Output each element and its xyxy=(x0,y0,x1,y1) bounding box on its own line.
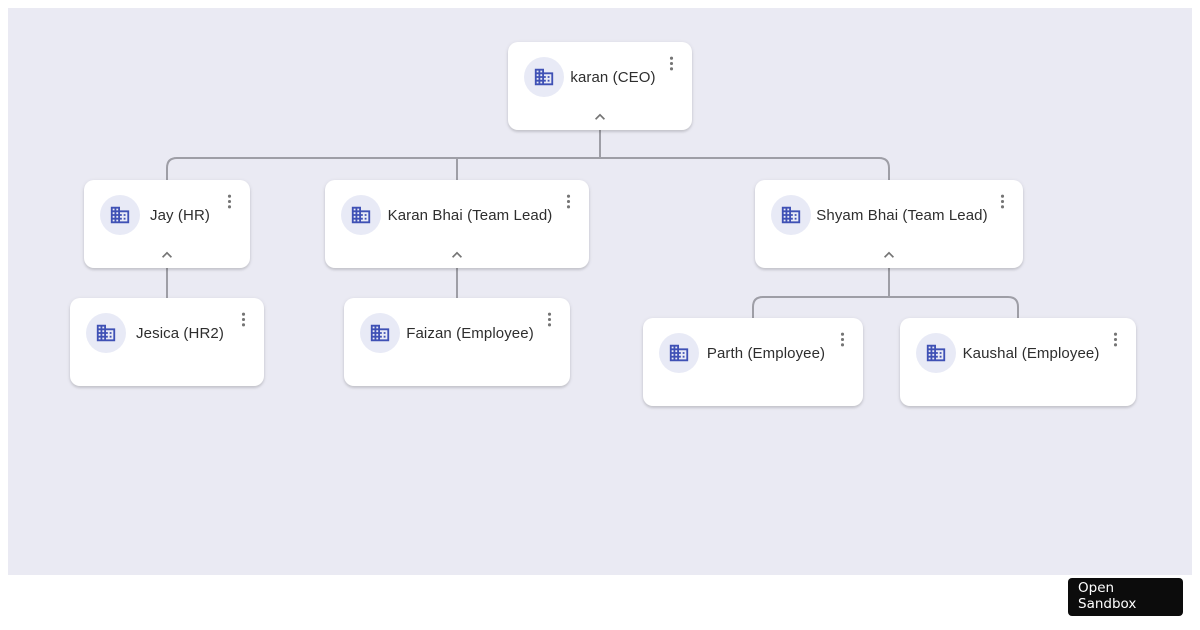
org-chart-canvas: karan (CEO) Jay (HR) xyxy=(8,8,1192,575)
node-menu-button[interactable] xyxy=(538,308,560,330)
node-menu-button[interactable] xyxy=(831,328,853,350)
building-icon xyxy=(534,68,554,86)
org-node-karan-bhai-team-lead[interactable]: Karan Bhai (Team Lead) xyxy=(325,180,589,268)
building-icon xyxy=(370,324,390,342)
node-content-row: Jay (HR) xyxy=(84,180,250,235)
node-label: Faizan (Employee) xyxy=(406,324,534,342)
building-icon xyxy=(96,324,116,342)
node-label: Karan Bhai (Team Lead) xyxy=(387,206,553,224)
open-sandbox-button[interactable]: Open Sandbox xyxy=(1068,578,1183,616)
more-vert-icon xyxy=(669,56,673,70)
more-vert-icon xyxy=(1113,332,1117,346)
node-menu-button[interactable] xyxy=(557,190,579,212)
node-menu-button[interactable] xyxy=(218,190,240,212)
avatar xyxy=(341,195,381,235)
more-vert-icon xyxy=(566,194,570,208)
org-node-jay-hr[interactable]: Jay (HR) xyxy=(84,180,250,268)
node-menu-button[interactable] xyxy=(232,308,254,330)
more-vert-icon xyxy=(1000,194,1004,208)
more-vert-icon xyxy=(227,194,231,208)
open-sandbox-label: Open Sandbox xyxy=(1078,580,1137,612)
building-icon xyxy=(351,206,371,224)
node-menu-button[interactable] xyxy=(1104,328,1126,350)
chevron-up-icon xyxy=(162,251,172,258)
node-label: Parth (Employee) xyxy=(706,344,826,362)
more-vert-icon xyxy=(840,332,844,346)
building-icon xyxy=(669,344,689,362)
node-label: Jesica (HR2) xyxy=(136,324,224,342)
node-menu-button[interactable] xyxy=(660,52,682,74)
org-node-karan-ceo[interactable]: karan (CEO) xyxy=(508,42,692,130)
node-label: karan (CEO) xyxy=(570,68,656,86)
building-icon xyxy=(110,206,130,224)
node-label: Kaushal (Employee) xyxy=(962,344,1100,362)
org-node-jesica-hr2[interactable]: Jesica (HR2) xyxy=(70,298,264,386)
avatar xyxy=(916,333,956,373)
node-label: Shyam Bhai (Team Lead) xyxy=(816,206,988,224)
chevron-up-icon xyxy=(452,251,462,258)
more-vert-icon xyxy=(241,312,245,326)
building-icon xyxy=(926,344,946,362)
more-vert-icon xyxy=(547,312,551,326)
node-content-row: Shyam Bhai (Team Lead) xyxy=(755,180,1023,235)
building-icon xyxy=(781,206,801,224)
node-menu-button[interactable] xyxy=(991,190,1013,212)
node-label: Jay (HR) xyxy=(150,206,210,224)
node-content-row: Jesica (HR2) xyxy=(70,298,264,353)
collapse-button[interactable] xyxy=(587,106,613,128)
collapse-button[interactable] xyxy=(444,244,470,266)
node-content-row: Parth (Employee) xyxy=(643,318,863,373)
node-content-row: Kaushal (Employee) xyxy=(900,318,1136,373)
avatar xyxy=(100,195,140,235)
avatar xyxy=(524,57,564,97)
avatar xyxy=(360,313,400,353)
node-content-row: Karan Bhai (Team Lead) xyxy=(325,180,589,235)
collapse-button[interactable] xyxy=(154,244,180,266)
org-node-kaushal-employee[interactable]: Kaushal (Employee) xyxy=(900,318,1136,406)
node-content-row: karan (CEO) xyxy=(508,42,692,97)
org-node-shyam-bhai-team-lead[interactable]: Shyam Bhai (Team Lead) xyxy=(755,180,1023,268)
chevron-up-icon xyxy=(884,251,894,258)
collapse-button[interactable] xyxy=(876,244,902,266)
avatar xyxy=(86,313,126,353)
avatar xyxy=(659,333,699,373)
org-node-parth-employee[interactable]: Parth (Employee) xyxy=(643,318,863,406)
node-content-row: Faizan (Employee) xyxy=(344,298,570,353)
org-node-faizan-employee[interactable]: Faizan (Employee) xyxy=(344,298,570,386)
avatar xyxy=(771,195,811,235)
chevron-up-icon xyxy=(595,113,605,120)
